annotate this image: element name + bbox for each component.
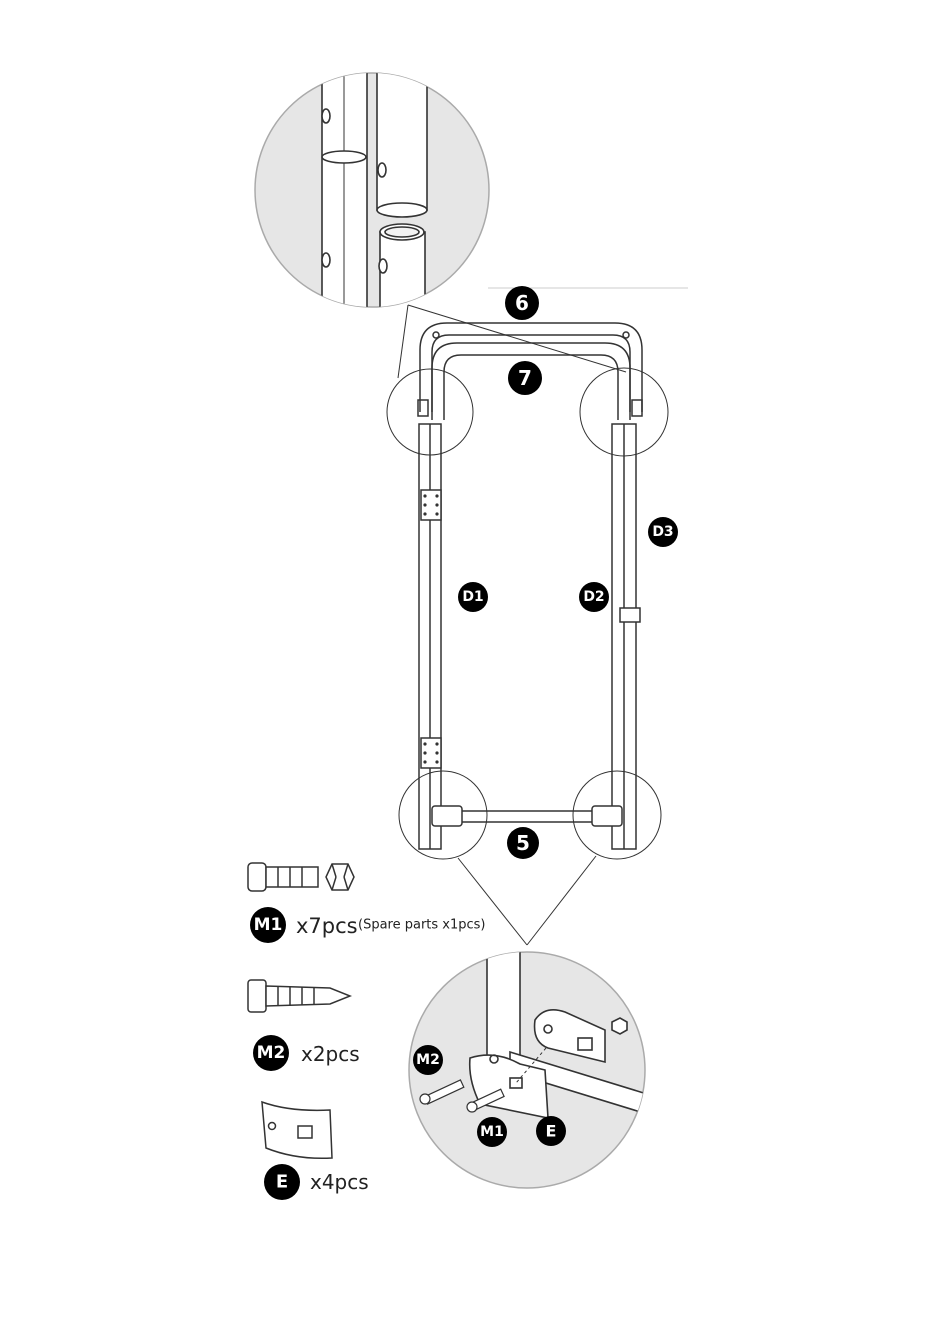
- hardware-e-row: E x4pcs: [264, 1164, 369, 1200]
- bolt-m1-icon: [248, 863, 354, 891]
- svg-text:7: 7: [518, 366, 532, 390]
- svg-text:D2: D2: [583, 589, 604, 605]
- svg-text:M2: M2: [257, 1043, 286, 1063]
- svg-text:M1: M1: [254, 915, 283, 935]
- hinge-holes: [423, 494, 438, 763]
- svg-text:D3: D3: [652, 524, 673, 540]
- svg-text:6: 6: [515, 291, 529, 315]
- svg-text:x2pcs: x2pcs: [301, 1042, 360, 1066]
- screw-m2-icon: [248, 980, 350, 1012]
- svg-text:x4pcs: x4pcs: [310, 1170, 369, 1194]
- hardware-m2-row: M2 x2pcs: [253, 1035, 360, 1071]
- joint-circles: [387, 368, 668, 945]
- badge-part-7: 7: [508, 361, 542, 395]
- svg-text:M1: M1: [480, 1124, 504, 1140]
- main-frame: [418, 323, 642, 849]
- svg-text:E: E: [546, 1122, 557, 1141]
- svg-text:M2: M2: [416, 1052, 440, 1068]
- badge-part-6: 6: [505, 286, 539, 320]
- bracket-e-icon: [262, 1102, 332, 1158]
- badge-part-d2: D2: [579, 582, 609, 612]
- svg-text:E: E: [276, 1172, 288, 1193]
- hardware-m1-row: M1 x7pcs (Spare parts x1pcs): [250, 907, 486, 943]
- badge-part-d1: D1: [458, 582, 488, 612]
- callout-e: E: [536, 1116, 566, 1146]
- top-zoom-detail: [255, 60, 688, 378]
- part-5-crossbar: [441, 811, 612, 822]
- svg-text:x7pcs: x7pcs: [296, 914, 358, 938]
- svg-text:5: 5: [516, 831, 530, 855]
- bottom-zoom-detail: M2 M1 E: [409, 940, 660, 1188]
- badge-part-5: 5: [507, 827, 539, 859]
- callout-m1: M1: [477, 1117, 507, 1147]
- svg-text:(Spare parts x1pcs): (Spare parts x1pcs): [358, 918, 486, 933]
- callout-m2: M2: [413, 1045, 443, 1075]
- badge-part-d3: D3: [648, 517, 678, 547]
- svg-text:D1: D1: [462, 589, 483, 605]
